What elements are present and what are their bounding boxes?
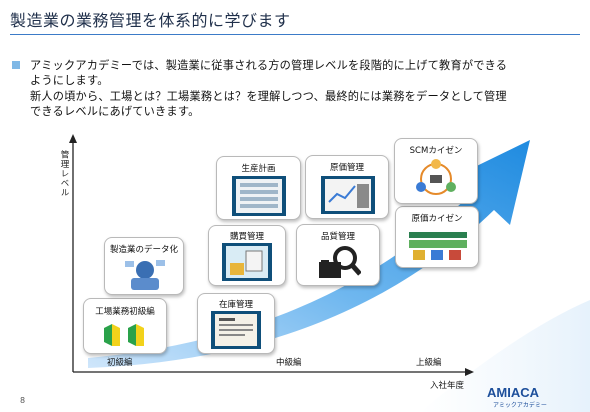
inventory-icon [211, 311, 261, 349]
course-card-inventory[interactable]: 在庫管理 [197, 293, 275, 354]
beginner-mark-icon [104, 324, 144, 346]
card-label: 品質管理 [320, 232, 355, 242]
bullet-icon [12, 61, 20, 69]
course-card-factory-basics[interactable]: 工場業務初級編 [83, 298, 167, 354]
card-label: 原価カイゼン [411, 214, 463, 224]
intro-line-2: ようにします。 [30, 74, 109, 87]
intro-line-4: できるレベルにあげていきます。 [30, 105, 200, 118]
course-card-production-plan[interactable]: 生産計画 [216, 156, 301, 220]
intro-line-3: 新人の頃から、工場とは？工場業務とは？を理解しつつ、最終的には業務をデータとして… [30, 90, 507, 103]
page-number: 8 [20, 396, 26, 405]
supply-chain-icon [416, 159, 456, 195]
card-label: 生産計画 [241, 164, 276, 174]
x-axis-arrowhead [465, 368, 474, 376]
course-card-quality[interactable]: 品質管理 [296, 224, 380, 286]
purchasing-icon [222, 243, 272, 281]
background-glow [420, 300, 590, 412]
card-label: 在庫管理 [218, 300, 253, 310]
card-label: 製造業のデータ化 [109, 245, 178, 255]
page-title: 製造業の業務管理を体系的に学びます [10, 11, 291, 30]
course-card-data[interactable]: 製造業のデータ化 [104, 237, 184, 295]
card-label: 原価管理 [329, 163, 364, 173]
course-card-purchasing[interactable]: 購買管理 [208, 225, 286, 286]
y-axis-arrowhead [69, 134, 77, 143]
stage-beginner: 初級編 [107, 358, 133, 368]
y-axis-label: 管理レベル [59, 150, 69, 198]
cost-management-icon [321, 176, 375, 214]
production-plan-icon [232, 176, 286, 216]
factory-line-icon [409, 232, 467, 260]
company-logo: AMIACA [487, 385, 539, 400]
company-logo-subtitle: アミックアカデミー [493, 402, 547, 409]
stage-intermediate: 中級編 [276, 358, 302, 368]
course-card-cost-kaizen[interactable]: 原価カイゼン [395, 206, 479, 268]
course-card-cost[interactable]: 原価管理 [305, 155, 389, 219]
stage-advanced: 上級編 [416, 358, 442, 368]
data-analyst-icon [125, 260, 165, 290]
card-label: SCMカイゼン [409, 146, 463, 156]
x-axis-label: 入社年度 [430, 381, 465, 391]
card-label: 購買管理 [229, 232, 264, 242]
intro-line-1: アミックアカデミーでは、製造業に従事される方の管理レベルを段階的に上げて教育がで… [30, 59, 508, 72]
card-label: 工場業務初級編 [95, 307, 155, 317]
magnifier-box-icon [319, 246, 361, 278]
title-divider [10, 34, 580, 35]
course-card-scm-kaizen[interactable]: SCMカイゼン [394, 138, 478, 204]
